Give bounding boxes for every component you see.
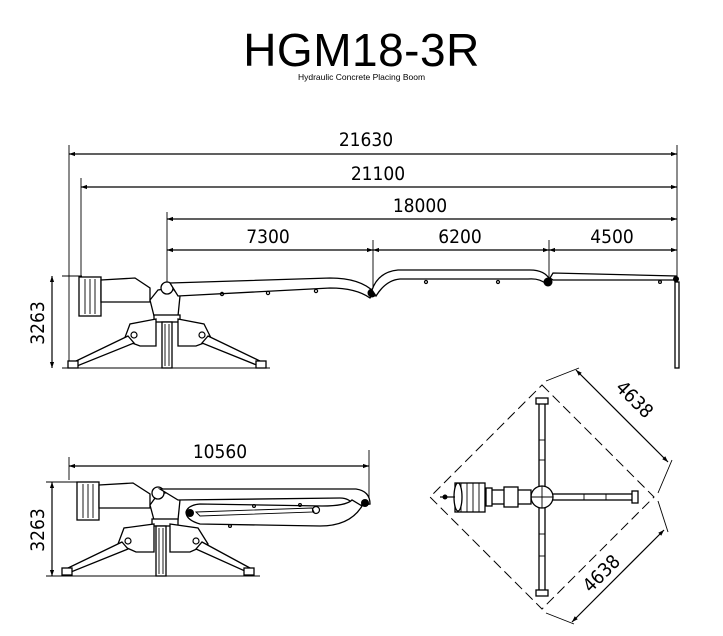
dimension-folded-height: 3263 (27, 508, 49, 552)
mast-column (155, 525, 167, 577)
extension-line (545, 367, 580, 382)
boom-section-2 (371, 269, 551, 298)
dimension-height: 3263 (27, 301, 49, 345)
side-view-folded: 10560 3263 (27, 441, 371, 577)
rear-arm (100, 277, 151, 303)
boom-section-3 (549, 272, 677, 281)
extension-line (545, 612, 575, 625)
dimension-line-span-b (571, 529, 665, 623)
mast-column (161, 321, 173, 369)
end-hose (674, 281, 680, 369)
dimension-section-1: 7300 (246, 226, 290, 248)
dimension-reach: 21100 (351, 163, 405, 185)
extension-line (657, 500, 669, 533)
outrigger-bracket-left (123, 318, 157, 347)
dimension-boom-length: 18000 (393, 195, 447, 217)
plan-view: 4638 4638 (429, 367, 673, 625)
extension-line (657, 459, 673, 494)
slewing-ring (153, 314, 181, 323)
outrigger-bracket-left (117, 523, 155, 553)
foot-pad-left (67, 360, 79, 369)
arm-block (503, 486, 519, 508)
folded-joint-2 (186, 509, 194, 517)
dimension-section-3: 4500 (590, 226, 634, 248)
page-title: HGM18-3R (243, 24, 480, 76)
outrigger-leg-left (73, 335, 136, 367)
folded-joint-1 (361, 499, 369, 507)
boom-section-1 (168, 277, 375, 299)
arm-coupling (485, 487, 493, 507)
foot-pad-bottom (535, 589, 549, 597)
dimension-folded-length: 10560 (193, 441, 247, 463)
side-view-extended: 21630 21100 18000 7300 6200 4500 3263 (27, 129, 680, 369)
foot-pad-right (243, 567, 255, 576)
foot-pad-right (631, 490, 639, 504)
foot-pad-right (255, 360, 267, 369)
boom-tip (673, 276, 679, 282)
outrigger-leg-right (200, 335, 263, 367)
dimension-outrigger-span-b: 4638 (579, 551, 625, 597)
dimension-overall-length: 21630 (339, 129, 393, 151)
outrigger-leg-right (194, 541, 251, 573)
folded-boom-inner (194, 507, 315, 517)
page-subtitle: Hydraulic Concrete Placing Boom (297, 72, 426, 82)
foot-pad-left (61, 567, 73, 576)
foot-pad-top (535, 397, 549, 405)
outrigger-leg-left (67, 541, 130, 573)
boom-joint-2 (543, 277, 553, 287)
dimension-line-span-a (575, 369, 669, 463)
dimension-section-2: 6200 (438, 226, 482, 248)
folded-boom-outer (157, 488, 371, 507)
rear-arm (98, 482, 151, 509)
dimension-outrigger-span-a: 4638 (611, 377, 657, 423)
